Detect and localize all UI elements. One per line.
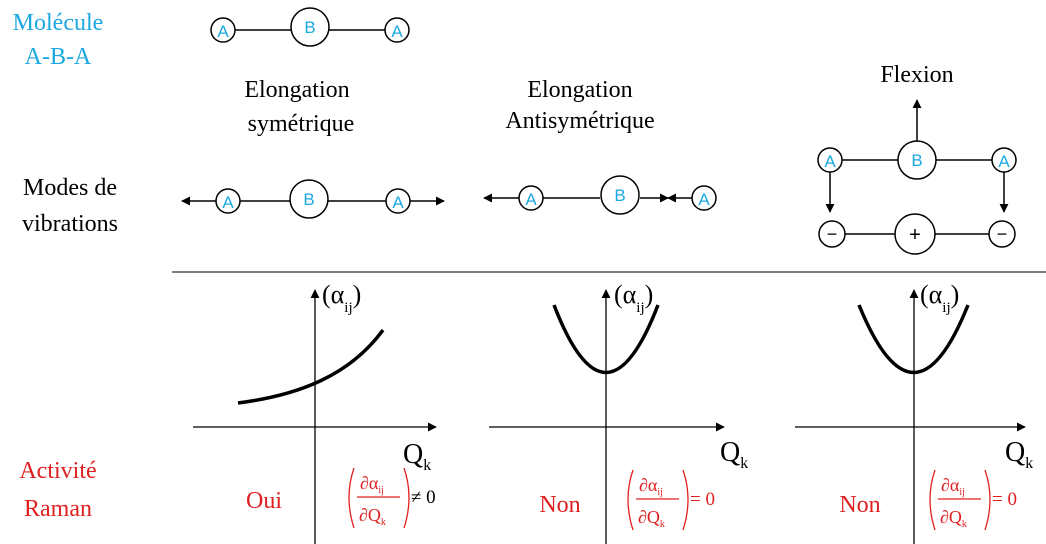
y-axis-label: (αij) — [614, 280, 653, 316]
derivative-numerator: ∂αij — [941, 475, 965, 498]
derivative-relation: = 0 — [992, 489, 1017, 510]
modes-row-label-line1: Modes de — [23, 175, 117, 201]
raman-answer-symmetric: Oui — [246, 488, 282, 514]
minus-sign: − — [827, 224, 838, 244]
atom-b-label: B — [303, 190, 314, 209]
atom-a-label: A — [698, 190, 710, 209]
mode-antisymmetric-title-line1: Elongation — [527, 77, 632, 103]
molecule-title-line2: A-B-A — [25, 44, 92, 70]
raman-label-line1: Activité — [19, 458, 96, 484]
derivative-denominator: ∂Qk — [940, 507, 967, 530]
atom-b-label: B — [304, 18, 315, 37]
derivative-denominator: ∂Qk — [359, 505, 386, 528]
polarizability-graph-antisymmetric — [489, 289, 725, 544]
plus-sign: + — [909, 224, 921, 246]
atom-a-label: A — [824, 152, 836, 171]
derivative-expression-bending: ∂αij ∂Qk = 0 — [929, 469, 1017, 531]
molecule-title-line1: Molécule — [13, 10, 104, 36]
symmetric-stretch-diagram — [181, 179, 445, 219]
polarizability-graph-symmetric — [193, 289, 437, 544]
y-axis-label: (αij) — [920, 280, 959, 316]
atom-b-label: B — [614, 186, 625, 205]
mode-symmetric-title-line2: symétrique — [248, 111, 355, 137]
antisymmetric-stretch-diagram — [483, 175, 717, 215]
modes-row-label-line2: vibrations — [22, 211, 118, 237]
polarizability-graph-bending — [795, 289, 1026, 544]
raman-label-line2: Raman — [24, 496, 92, 522]
atom-a-label: A — [391, 22, 403, 41]
mode-antisymmetric-title-line2: Antisymétrique — [505, 108, 654, 134]
derivative-numerator: ∂αij — [639, 475, 663, 498]
raman-answer-antisymmetric: Non — [539, 492, 580, 518]
derivative-relation: = 0 — [690, 489, 715, 510]
atom-a-label: A — [217, 22, 229, 41]
x-axis-label: Qk — [720, 437, 748, 472]
derivative-expression-antisymmetric: ∂αij ∂Qk = 0 — [627, 469, 715, 531]
derivative-denominator: ∂Qk — [638, 507, 665, 530]
atom-a-label: A — [525, 190, 537, 209]
x-axis-label: Qk — [1005, 437, 1033, 472]
mode-symmetric-title-line1: Elongation — [244, 77, 349, 103]
minus-sign: − — [997, 224, 1008, 244]
atom-a-label: A — [392, 193, 404, 212]
derivative-expression-symmetric: ∂αij ∂Qk ≠ 0 — [348, 467, 436, 529]
x-axis-label: Qk — [403, 439, 431, 474]
atom-a-label: A — [998, 152, 1010, 171]
mode-bending-title: Flexion — [880, 62, 953, 88]
molecule-drawing — [210, 7, 410, 47]
atom-a-label: A — [222, 193, 234, 212]
derivative-relation: ≠ 0 — [411, 487, 436, 508]
y-axis-label: (αij) — [322, 280, 361, 316]
raman-answer-bending: Non — [839, 492, 880, 518]
bending-diagram — [817, 99, 1017, 255]
atom-b-label: B — [911, 151, 922, 170]
derivative-numerator: ∂αij — [360, 473, 384, 496]
